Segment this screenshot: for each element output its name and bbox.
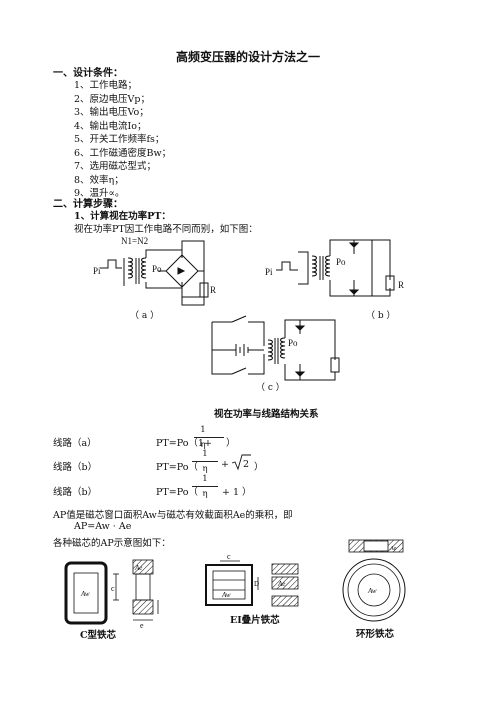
relation-title: 视在功率与线路结构关系 bbox=[214, 409, 319, 420]
ei-core-sym-c: c bbox=[227, 552, 231, 561]
formula-lhs: PT=Po（1+ bbox=[156, 438, 212, 449]
formula-lhs: PT=Po（ bbox=[156, 462, 198, 473]
formula-tail: ） bbox=[226, 438, 236, 449]
caption-a: （ a ） bbox=[130, 311, 160, 321]
ei-core-label: EI叠片铁芯 bbox=[230, 615, 280, 626]
label-r-a: R bbox=[210, 285, 216, 295]
step1-text: 视在功率PT因工作电路不同而别，如下图： bbox=[74, 224, 258, 235]
sqrt-value: 2 bbox=[243, 459, 250, 470]
fraction-numerator: 1 bbox=[202, 474, 208, 484]
caption-b: （ b ） bbox=[366, 311, 396, 321]
c-core-label: C型铁芯 bbox=[80, 630, 117, 641]
condition-item: 2、原边电压Vp； bbox=[74, 94, 150, 105]
page-title: 高频变压器的设计方法之一 bbox=[175, 50, 320, 64]
label-pi-a: Pi bbox=[93, 266, 101, 276]
label-po-b: Po bbox=[336, 257, 346, 267]
caption-c: （ c ） bbox=[256, 383, 285, 393]
ring-core-ae: Ae bbox=[389, 546, 397, 552]
sqrt-sign bbox=[231, 454, 251, 471]
section-heading-conditions: 一、设计条件： bbox=[53, 68, 123, 79]
ring-core-label: 环形铁芯 bbox=[356, 629, 395, 640]
fraction-denominator: η bbox=[200, 440, 206, 450]
ap-text: AP值是磁芯窗口面积Aw与磁芯有效截面积Ae的乘积，即 bbox=[53, 510, 293, 521]
ring-core-aw: Aw bbox=[367, 587, 377, 595]
label-po-c: Po bbox=[288, 338, 298, 348]
c-core bbox=[64, 559, 159, 625]
label-po-a: Po bbox=[152, 264, 162, 274]
condition-item: 9、温升∝。 bbox=[74, 188, 125, 199]
condition-item: 1、工作电路； bbox=[74, 80, 138, 91]
condition-item: 7、选用磁芯型式； bbox=[74, 161, 157, 172]
formula-label: 线路（a） bbox=[53, 438, 97, 449]
ap-formula: AP=Aw · Ae bbox=[74, 521, 132, 532]
formula-label: 线路（b） bbox=[53, 487, 98, 498]
fraction-numerator: 1 bbox=[202, 449, 208, 459]
label-pi-b: Pi bbox=[265, 267, 273, 277]
step1-title: 1、计算视在功率PT： bbox=[74, 211, 171, 222]
formula-plus: + bbox=[221, 459, 229, 470]
condition-item: 6、工作磁通密度Bw； bbox=[74, 148, 172, 159]
c-core-sym-c: c bbox=[111, 584, 115, 593]
ring-core bbox=[342, 539, 406, 622]
label-r-b: R bbox=[398, 280, 404, 290]
formula-end: ） bbox=[254, 462, 264, 473]
fraction-line bbox=[194, 437, 224, 438]
ei-core bbox=[205, 560, 299, 607]
formula-label: 线路（b） bbox=[53, 462, 98, 473]
condition-item: 4、输出电流Io； bbox=[74, 121, 147, 132]
ei-core-ae: Ae bbox=[277, 580, 285, 588]
section-heading-steps: 二、计算步骤： bbox=[53, 199, 123, 210]
label-n1n2: N1=N2 bbox=[121, 236, 148, 246]
condition-item: 3、输出电压Vo； bbox=[74, 107, 149, 118]
circuit-b bbox=[276, 239, 395, 297]
fraction-numerator: 1 bbox=[200, 425, 206, 435]
formula-lhs: PT=Po（ bbox=[156, 487, 198, 498]
c-core-ae: Ae bbox=[134, 564, 142, 572]
fraction-denominator: η bbox=[202, 489, 208, 499]
c-core-aw: Aw bbox=[80, 590, 90, 598]
condition-item: 8、效率η； bbox=[74, 175, 124, 186]
formula-tail: + 1 ） bbox=[222, 487, 252, 498]
c-core-sym-e: e bbox=[140, 621, 144, 630]
fraction-line bbox=[192, 486, 218, 487]
condition-item: 5、开关工作频率fs； bbox=[74, 134, 165, 145]
fraction-denominator: η bbox=[202, 464, 208, 474]
ei-core-sym-d: D bbox=[254, 580, 259, 588]
ei-core-aw: Aw bbox=[221, 591, 231, 599]
circuit-a bbox=[100, 240, 209, 306]
fraction-line bbox=[192, 461, 218, 462]
circuit-c bbox=[211, 315, 340, 381]
ap-sketch-text: 各种磁芯的AP示意图如下： bbox=[53, 538, 171, 549]
